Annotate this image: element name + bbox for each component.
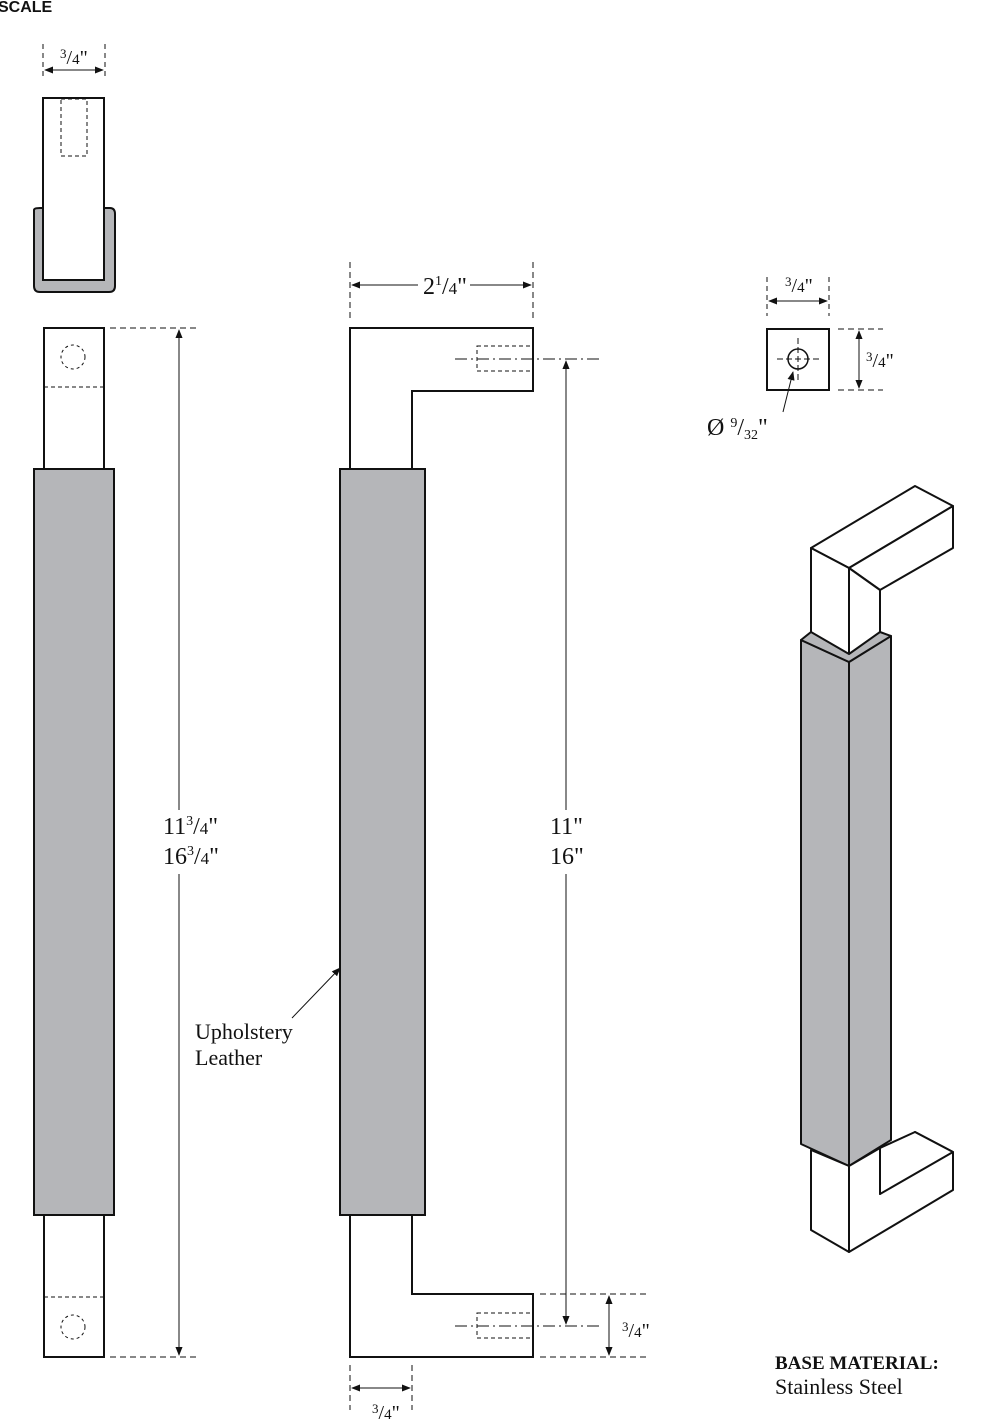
side-dim-label-bg <box>546 810 592 874</box>
front-view-length-b: 163/4" <box>163 844 219 870</box>
side-view-projection-dim: 21/4" <box>423 274 467 300</box>
front-view-length-a: 113/4" <box>163 814 218 840</box>
header-fragment: SCALE <box>0 0 53 16</box>
base-material-heading: BASE MATERIAL: <box>775 1353 939 1374</box>
section-view <box>766 277 883 413</box>
section-width-dim: 3/4" <box>785 274 813 297</box>
side-view-ctc-b: 16" <box>550 844 584 870</box>
callout-line-2: Leather <box>195 1045 263 1070</box>
side-view-ctc-a: 11" <box>550 814 583 840</box>
top-view-width-dim: 3/4" <box>60 46 88 69</box>
base-material-value: Stainless Steel <box>775 1374 903 1399</box>
isometric-view <box>800 485 954 1253</box>
side-view-end-dim: 3/4" <box>622 1319 650 1342</box>
callout-line-1: Upholstery <box>195 1019 293 1044</box>
side-view-leg-dim: 3/4" <box>372 1401 400 1424</box>
side-view <box>291 262 650 1410</box>
top-view <box>33 44 116 293</box>
front-dim-label-bg <box>155 810 225 874</box>
section-height-dim: 3/4" <box>866 349 894 372</box>
front-view <box>33 327 198 1358</box>
